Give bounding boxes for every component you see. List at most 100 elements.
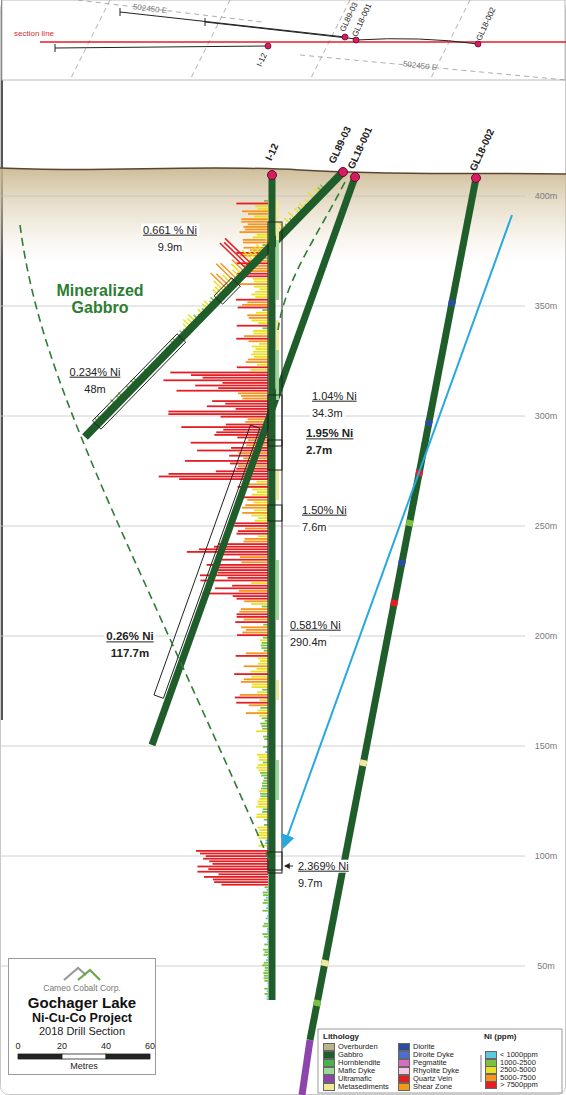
assay-bar (263, 972, 268, 974)
scale-number: 60 (145, 1041, 155, 1051)
assay-bar (219, 873, 268, 875)
assay-bar (257, 754, 268, 756)
legend-swatch (323, 1043, 335, 1051)
legend-text: Overburden (338, 1043, 378, 1051)
title-text: 2018 Drill Section (11, 1025, 153, 1038)
assay-bar (191, 374, 268, 376)
assay-bar (221, 884, 268, 886)
assay-bar (261, 788, 268, 790)
assay-bar (236, 299, 268, 301)
assay-bar (239, 611, 268, 613)
assay-bar (259, 699, 268, 701)
legend-swatch (398, 1043, 410, 1051)
assay-bar (254, 509, 268, 511)
assay-bar (238, 530, 268, 532)
assay-bar (258, 535, 268, 537)
assay-interval-box (268, 395, 282, 470)
assay-bar (260, 772, 268, 774)
assay-bar (258, 803, 268, 805)
title-text: Ni-Cu-Co Project (11, 1011, 153, 1025)
assay-bar (261, 645, 268, 647)
assay-bar (258, 663, 268, 665)
assay-bar (257, 491, 268, 493)
assay-bar (257, 691, 268, 693)
assay-bar (264, 977, 268, 979)
scale-number: 0 (15, 1041, 20, 1051)
assay-bar (261, 775, 268, 777)
legend-text: Diroite Dyke (413, 1051, 454, 1059)
assay-grade: 1.04% Ni (310, 390, 359, 403)
elevation-lines (0, 196, 525, 966)
assay-length: 2.7m (304, 444, 334, 457)
highlight-arrow (284, 215, 512, 846)
assay-bar (264, 899, 268, 901)
lithology-interval (276, 680, 279, 700)
assay-bar (263, 762, 268, 764)
assay-bar (197, 871, 268, 873)
assay-bar (267, 920, 268, 922)
legend-swatch (398, 1059, 410, 1067)
assay-bar (260, 795, 268, 797)
assay-bar (229, 455, 268, 457)
assay-bar (259, 832, 268, 834)
assay-bar (263, 954, 268, 956)
ground-surface (0, 168, 566, 174)
assay-bar (244, 678, 268, 680)
assay-bar (263, 902, 268, 904)
assay-bar (247, 314, 268, 316)
assay-length: 34.3m (310, 407, 345, 420)
drill-hole (152, 177, 355, 745)
assay-bar (267, 915, 269, 917)
assay-bar (200, 853, 268, 855)
assay-bar (235, 697, 268, 699)
scale-number: 20 (57, 1041, 67, 1051)
lithology-interval (409, 520, 410, 526)
leader-arrow (285, 866, 293, 867)
assay-grade: 0.26% Ni (104, 630, 155, 643)
assay-grade: 1.95% Ni (304, 427, 355, 440)
assay-interval-box (92, 334, 185, 429)
ultramafic-interval (302, 1040, 310, 1095)
assay-bar (267, 990, 268, 992)
assay-bar (243, 242, 268, 244)
assay-bar (187, 551, 268, 553)
assay-bar (246, 712, 268, 714)
assay-bar (267, 983, 269, 985)
assay-bar (241, 681, 268, 683)
assay-bar (248, 213, 268, 215)
assay-grade: 0.581% Ni (288, 619, 343, 632)
assay-bar (236, 533, 268, 535)
assay-interval-box (268, 852, 282, 873)
assay-bar (266, 907, 268, 909)
assay-bar (254, 281, 268, 283)
assay-bar (255, 296, 268, 298)
assay-bar (258, 658, 268, 660)
assay-bar (265, 967, 268, 969)
assay-bar (239, 231, 268, 233)
plan-inset (2, 0, 566, 80)
assay-bar (258, 322, 268, 324)
assay-bar (264, 650, 268, 652)
elevation-label: 300m (535, 411, 558, 421)
assay-bar (264, 936, 268, 938)
assay-length: 117.7m (109, 647, 151, 660)
assay-bar (228, 577, 268, 579)
assay-bar (242, 210, 268, 212)
assay-bar (236, 655, 268, 657)
assay-interval-box (214, 278, 240, 304)
assay-bar (264, 738, 268, 740)
assay-bar (264, 824, 268, 826)
assay-bar (244, 619, 268, 621)
assay-bar (197, 866, 268, 868)
assay-bar (266, 897, 268, 899)
assay-bar (262, 728, 268, 730)
assay-bar (264, 777, 268, 779)
assay-bar (237, 634, 268, 636)
assay-bar (248, 359, 268, 361)
hole-label: I-12 (255, 52, 269, 68)
assay-interval-box (268, 440, 282, 446)
assay-bar (242, 304, 268, 306)
assay-bar (256, 767, 268, 769)
